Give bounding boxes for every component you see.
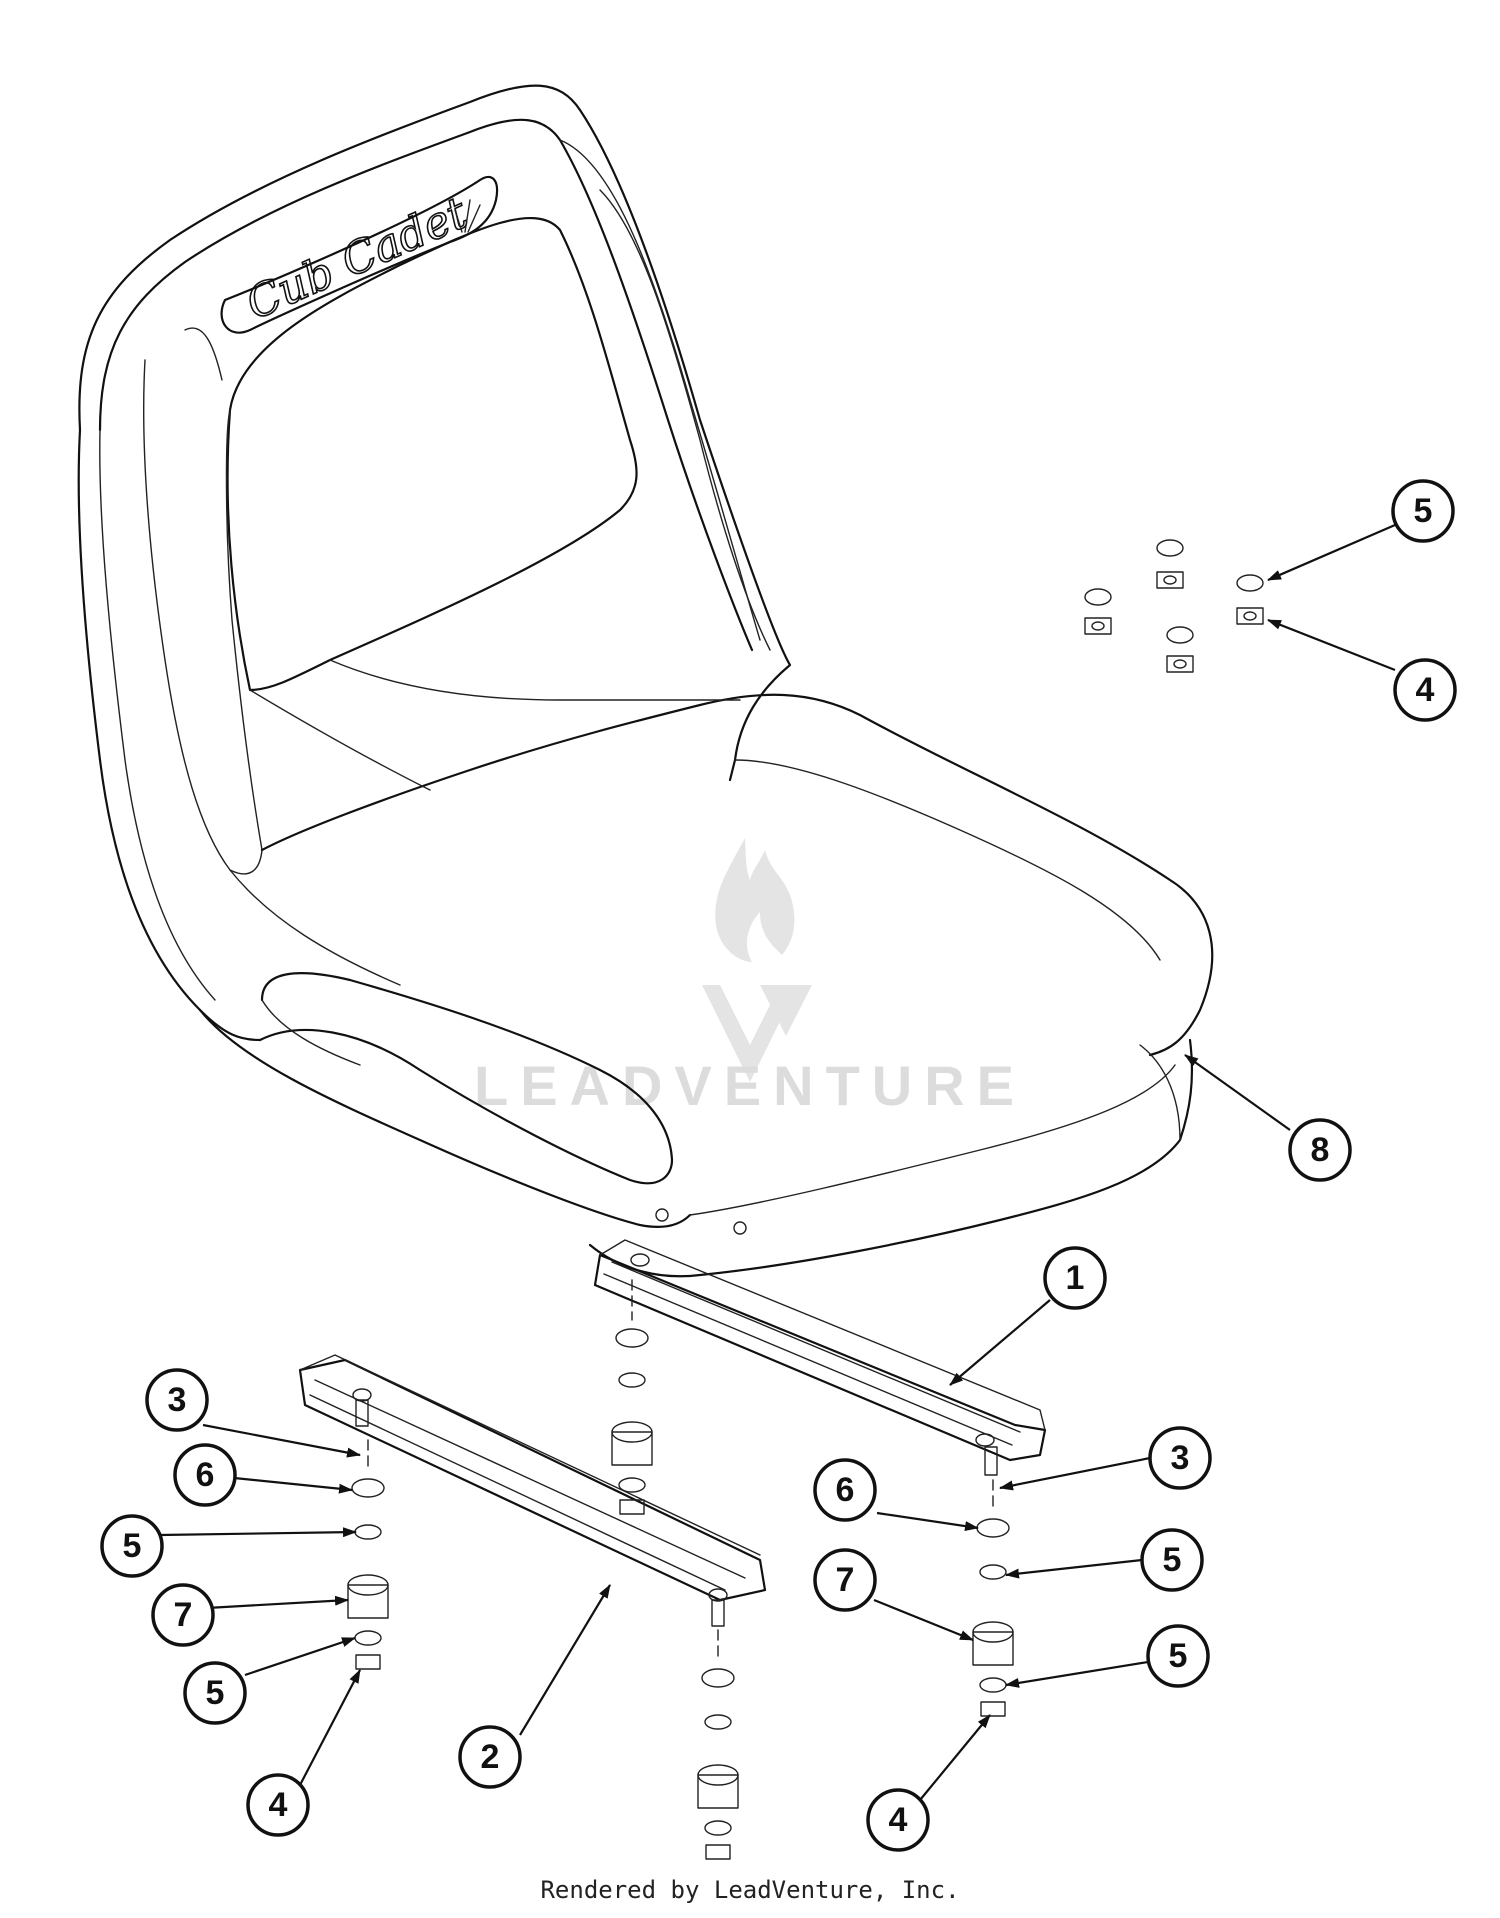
seat-front-edge: [198, 1008, 692, 1229]
callout-2[interactable]: 2: [458, 1725, 522, 1789]
svg-text:8: 8: [1311, 1131, 1330, 1169]
callout-5[interactable]: 5: [1146, 1624, 1210, 1688]
svg-text:5: 5: [123, 1527, 142, 1565]
seat-left-knee-roll: [258, 972, 674, 1185]
callout-4[interactable]: 4: [1393, 658, 1457, 722]
seat-backrest-inner-rim: [98, 118, 754, 652]
svg-text:4: 4: [889, 1801, 908, 1839]
callout-5[interactable]: 5: [1391, 479, 1455, 543]
callout-5[interactable]: 5: [100, 1514, 164, 1578]
svg-text:7: 7: [836, 1561, 855, 1599]
hardware-loose-set: [1084, 539, 1264, 673]
callout-6[interactable]: 6: [173, 1443, 237, 1507]
seat-base-shell: [588, 1038, 1194, 1278]
svg-text:2: 2: [481, 1738, 500, 1776]
watermark-flame-icon: [702, 838, 812, 1082]
watermark-text: LEADVENTURE: [474, 1054, 1026, 1117]
svg-text:6: 6: [836, 1471, 855, 1509]
seat-brand-logo: Cub Cadet: [239, 187, 476, 330]
svg-text:6: 6: [196, 1456, 215, 1494]
seat-logo-plate: [220, 175, 499, 334]
callout-1[interactable]: 1: [1043, 1246, 1107, 1310]
svg-text:4: 4: [1416, 671, 1435, 709]
seat-left-bolster: [77, 428, 262, 1042]
callout-7[interactable]: 7: [813, 1548, 877, 1612]
callouts: 5 4 8 1 3 6 5 7: [100, 479, 1457, 1852]
svg-text:3: 3: [1171, 1439, 1190, 1477]
svg-text:5: 5: [1414, 492, 1433, 530]
callout-3[interactable]: 3: [145, 1368, 209, 1432]
leader-lines: [159, 523, 1396, 1801]
svg-text:5: 5: [206, 1674, 225, 1712]
svg-text:5: 5: [1163, 1541, 1182, 1579]
callout-3[interactable]: 3: [1148, 1426, 1212, 1490]
seat-rail-1: [593, 1239, 1047, 1476]
svg-text:5: 5: [1169, 1637, 1188, 1675]
seat-backrest-outer: [78, 84, 792, 782]
callout-5[interactable]: 5: [183, 1661, 247, 1725]
callout-5[interactable]: 5: [1140, 1528, 1204, 1592]
callout-4[interactable]: 4: [246, 1773, 310, 1837]
watermark: LEADVENTURE: [474, 838, 1026, 1117]
hardware-stack-right: [972, 1479, 1014, 1717]
render-credit: Rendered by LeadVenture, Inc.: [540, 1876, 960, 1904]
hardware-stack-left: [347, 1439, 389, 1670]
svg-text:3: 3: [168, 1381, 187, 1419]
callout-4[interactable]: 4: [866, 1788, 930, 1852]
callout-6[interactable]: 6: [813, 1458, 877, 1522]
svg-text:1: 1: [1066, 1259, 1085, 1297]
seat-logo-grass-icon: [454, 199, 481, 233]
callout-7[interactable]: 7: [151, 1583, 215, 1647]
hardware-stack-center: [611, 1279, 653, 1515]
svg-text:4: 4: [269, 1786, 288, 1824]
svg-text:7: 7: [174, 1596, 193, 1634]
seat-rail-2: [298, 1354, 767, 1627]
callout-8[interactable]: 8: [1288, 1118, 1352, 1182]
hardware-stack-lower: [697, 1629, 739, 1860]
seat-cushion-top: [260, 693, 1214, 1057]
